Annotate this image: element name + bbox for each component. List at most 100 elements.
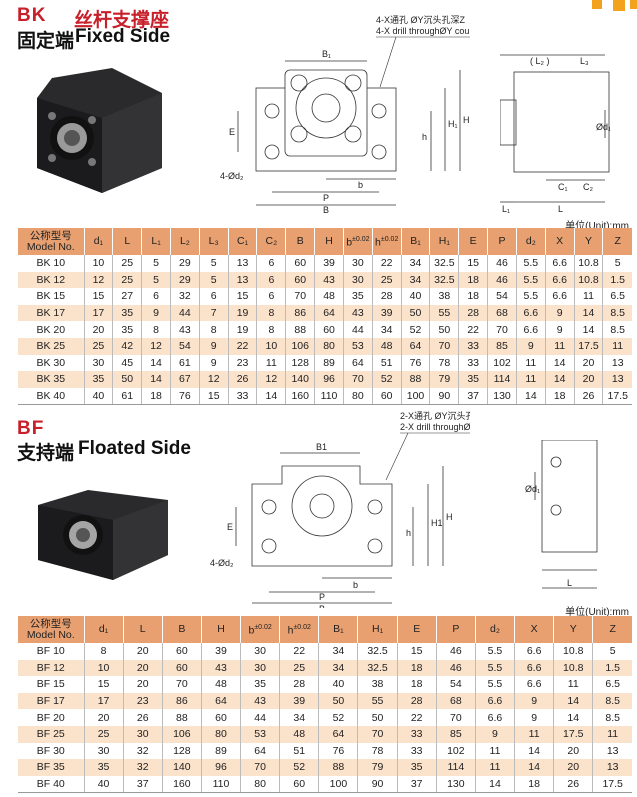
value-cell: 25 <box>112 271 143 289</box>
value-cell: 27 <box>112 288 143 305</box>
value-cell: 14 <box>475 775 516 793</box>
dimension-label: ( L₂ ) <box>530 56 550 66</box>
value-cell: 28 <box>458 304 489 322</box>
value-cell: 13 <box>592 759 632 776</box>
value-cell: 14 <box>514 742 555 760</box>
value-cell: 50 <box>112 371 143 388</box>
bf-product-photo <box>38 490 168 580</box>
value-cell: 18 <box>458 288 489 305</box>
value-cell: 32.5 <box>357 659 398 677</box>
value-cell: 64 <box>201 692 242 710</box>
value-cell: 86 <box>285 304 316 322</box>
value-cell: 52 <box>372 371 402 388</box>
value-cell: 29 <box>170 255 200 272</box>
value-cell: 35 <box>112 304 143 322</box>
value-cell: 25 <box>279 659 320 677</box>
value-cell: 88 <box>285 321 316 338</box>
value-cell: 39 <box>372 304 402 322</box>
value-cell: 80 <box>240 775 281 793</box>
value-cell: 6 <box>256 255 287 272</box>
header-label: Z <box>609 623 616 635</box>
value-cell: 15 <box>397 643 437 660</box>
value-cell: 20 <box>574 371 604 388</box>
value-cell: 30 <box>343 271 373 289</box>
dimension-label: B1 <box>316 442 327 452</box>
value-cell: 110 <box>314 387 344 405</box>
header-label: d₁ <box>98 623 109 635</box>
model-cell: BK 35 <box>18 371 85 388</box>
value-cell: 67 <box>170 371 200 388</box>
value-cell: 13 <box>602 371 632 388</box>
dimension-label: H₁ <box>448 119 458 129</box>
value-cell: 60 <box>285 255 316 272</box>
value-cell: 20 <box>123 643 163 660</box>
value-cell: 35 <box>84 759 124 776</box>
column-header: H₁ <box>429 228 460 255</box>
value-cell: 30 <box>343 255 373 272</box>
value-cell: 128 <box>285 354 316 372</box>
value-cell: 78 <box>429 354 460 372</box>
value-cell: 68 <box>487 304 517 322</box>
value-cell: 37 <box>458 387 489 405</box>
value-cell: 70 <box>162 676 202 693</box>
header-label-en: Model No. <box>26 240 75 253</box>
value-cell: 60 <box>162 643 202 660</box>
value-cell: 30 <box>240 659 281 677</box>
value-cell: 35 <box>397 759 437 776</box>
value-cell: 40 <box>318 676 359 693</box>
value-cell: 11 <box>592 725 632 743</box>
value-cell: 5.5 <box>516 288 546 305</box>
value-cell: 20 <box>84 709 124 726</box>
value-cell: 17.5 <box>602 387 632 405</box>
value-cell: 61 <box>112 387 143 405</box>
value-cell: 9 <box>514 709 555 726</box>
value-cell: 48 <box>201 676 242 693</box>
column-header: h±0.02 <box>279 616 320 643</box>
value-cell: 13 <box>228 255 258 272</box>
value-cell: 79 <box>429 371 460 388</box>
column-header: L₁ <box>141 228 171 255</box>
value-cell: 55 <box>429 304 460 322</box>
model-cell: BK 25 <box>18 337 85 355</box>
model-cell: BF 35 <box>18 759 85 776</box>
header-label: 公称型号 <box>29 617 72 630</box>
dimension-label: L <box>558 204 563 214</box>
column-header: X <box>545 228 575 255</box>
value-cell: 7 <box>199 304 229 322</box>
value-cell: 5.5 <box>475 659 516 677</box>
value-cell: 11 <box>256 354 287 372</box>
value-cell: 46 <box>487 255 517 272</box>
value-cell: 15 <box>199 387 229 405</box>
value-cell: 70 <box>285 288 316 305</box>
value-cell: 76 <box>401 354 431 372</box>
header-label: 公称型号 <box>29 229 72 242</box>
model-cell: BK 10 <box>18 255 85 272</box>
header-label: C₁ <box>236 235 249 247</box>
value-cell: 50 <box>357 709 398 726</box>
value-cell: 88 <box>318 759 359 776</box>
value-cell: 14 <box>141 371 171 388</box>
value-cell: 53 <box>343 337 373 355</box>
dimension-label: B <box>323 205 329 215</box>
header-label: H₁ <box>438 235 450 247</box>
value-cell: 39 <box>314 255 344 272</box>
value-cell: 60 <box>279 775 320 793</box>
dimension-label: H1 <box>431 518 443 528</box>
value-cell: 6 <box>141 288 171 305</box>
value-cell: 40 <box>401 288 431 305</box>
header-label: X <box>530 623 538 635</box>
dimension-label: H <box>446 512 453 522</box>
value-cell: 61 <box>170 354 200 372</box>
header-label: h <box>375 236 381 249</box>
header-label: h <box>287 624 294 637</box>
value-cell: 34 <box>279 709 320 726</box>
value-cell: 160 <box>162 775 202 793</box>
dimension-label: 4-Ød₂ <box>220 171 244 181</box>
header-label: X <box>556 235 564 247</box>
